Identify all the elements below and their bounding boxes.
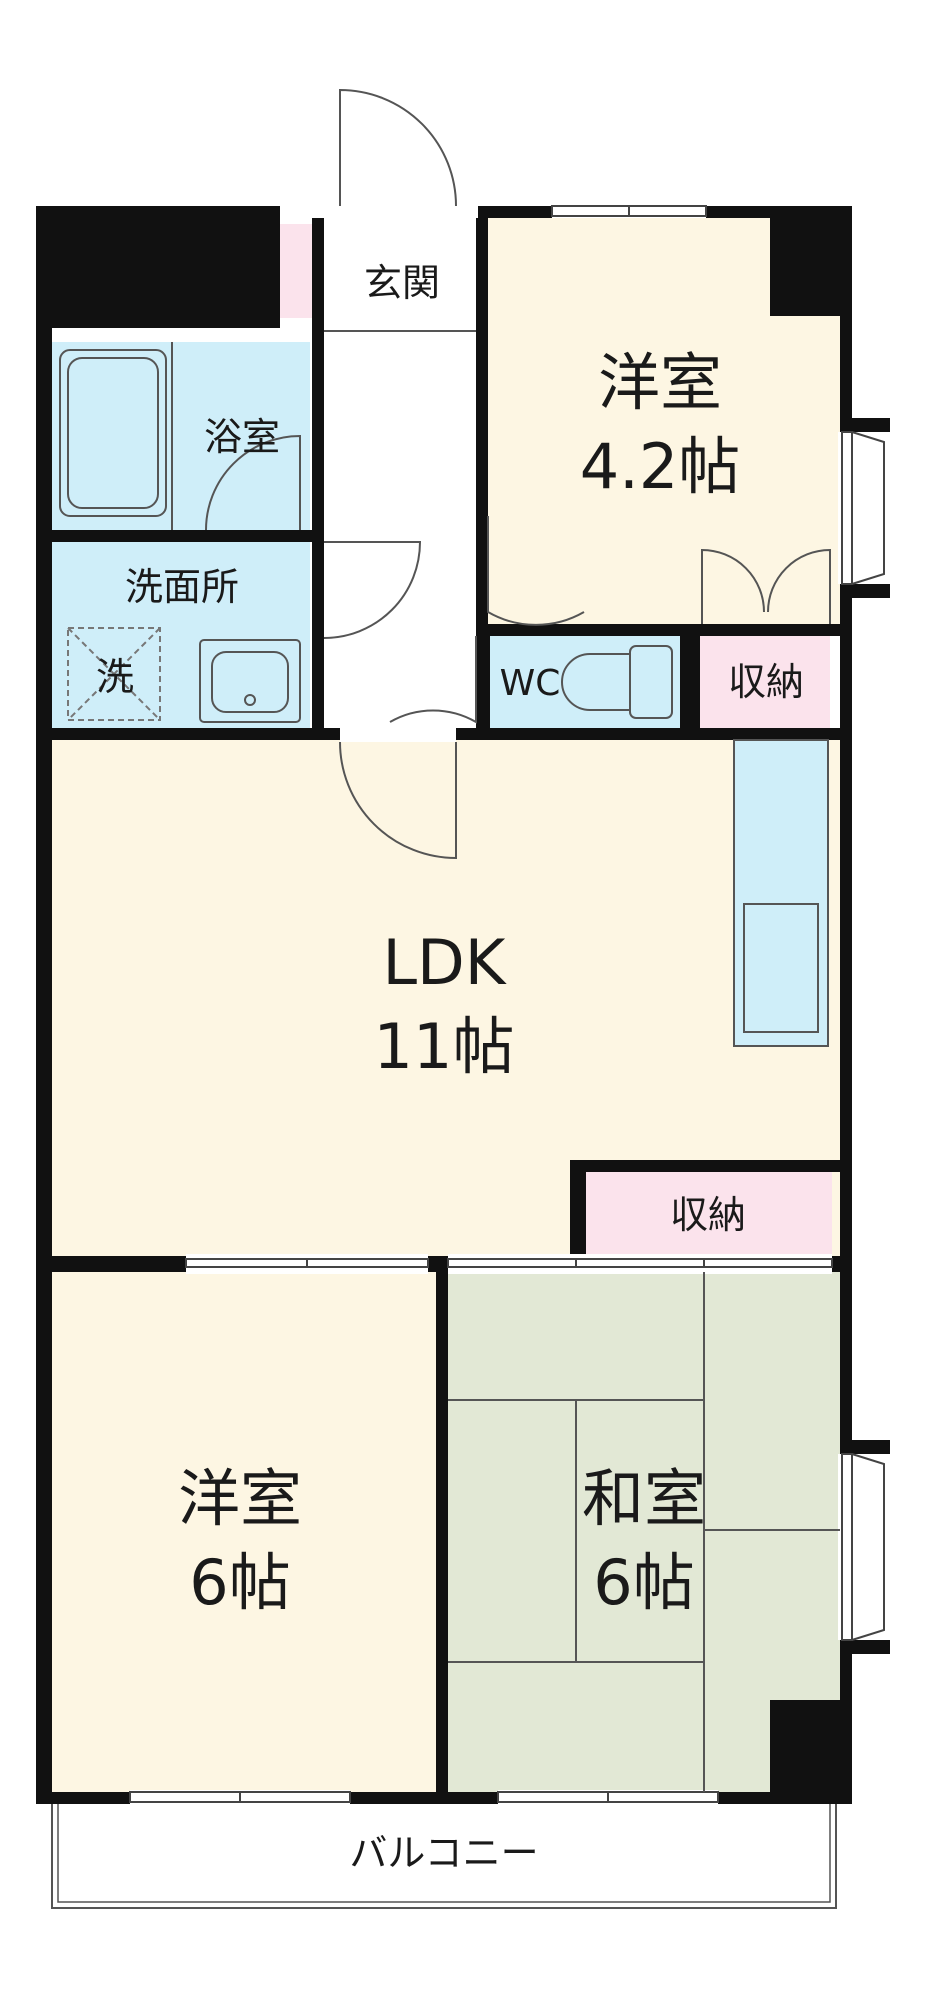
washroom-floor	[52, 542, 310, 730]
western-room-north-size: 4.2帖	[580, 430, 741, 503]
toilet-bowl	[561, 653, 630, 711]
western-room-south-floor	[52, 1272, 436, 1792]
storage-north-label: 収納	[728, 660, 804, 704]
bath-label: 浴室	[204, 415, 280, 459]
wall-south-rooms-divider	[436, 1256, 448, 1796]
wall-storage-mid-top	[570, 1160, 840, 1172]
wall-outer-right-step3	[840, 1440, 890, 1454]
western-room-south-size: 6帖	[189, 1546, 290, 1619]
floor-fills	[52, 216, 840, 1792]
washroom-label: 洗面所	[125, 565, 239, 609]
western-room-north-name: 洋室	[598, 346, 722, 419]
washroom-door	[323, 541, 422, 639]
western-room-door	[487, 516, 585, 626]
washer-pan	[67, 627, 161, 721]
doors	[205, 88, 831, 860]
wc-floor	[490, 636, 680, 728]
wall-corner-se	[770, 1700, 850, 1804]
wall-outer-left	[36, 206, 52, 1804]
closet-door-right	[767, 548, 831, 624]
ldk-door-opening	[340, 726, 456, 742]
window-east-top	[841, 431, 853, 585]
entrance-shoe-box	[280, 224, 312, 318]
wall-outer-right-mid	[840, 584, 852, 1450]
wall-outer-right-step4	[840, 1640, 890, 1654]
wc-door	[389, 636, 477, 724]
bay-window-east-top	[851, 431, 885, 585]
kitchen-counter	[733, 739, 829, 1047]
ldk-size: 11帖	[374, 1010, 515, 1083]
balcony	[51, 1804, 837, 1909]
japanese-room-name: 和室	[582, 1462, 706, 1535]
fixtures	[59, 330, 829, 1047]
storage-middle-floor	[586, 1172, 832, 1256]
vanity-basin	[211, 651, 289, 713]
wall-corner-ne	[770, 206, 850, 316]
closet-door-left	[701, 548, 765, 624]
entry-door-opening	[340, 204, 456, 218]
washer-label: 洗	[96, 655, 134, 699]
ldk-door	[339, 741, 457, 860]
washer-pan-cross2	[67, 627, 161, 721]
wall-outer-right-step1	[840, 418, 890, 432]
bay-window-east-bottom	[851, 1453, 885, 1641]
ldk-name: LDK	[383, 926, 507, 999]
tatami-mats	[448, 1272, 840, 1792]
wall-wc-top	[476, 624, 840, 636]
wall-outer-right-top	[840, 206, 852, 424]
wall-corner-nw	[36, 206, 280, 328]
bathtub	[59, 349, 167, 517]
sliding-door-b	[447, 1258, 833, 1268]
balcony-label: バルコニー	[349, 1831, 538, 1875]
entrance-label: 玄関	[364, 261, 440, 305]
bath-door	[205, 434, 301, 531]
balcony-rail	[51, 1804, 837, 1909]
bath-floor	[52, 342, 310, 530]
kitchen-sink	[743, 903, 819, 1033]
wall-entrance-right	[476, 218, 488, 628]
window-east-bottom	[841, 1453, 853, 1641]
toilet-tank	[629, 645, 673, 719]
western-room-south-name: 洋室	[178, 1462, 302, 1535]
storage-middle-label: 収納	[670, 1193, 746, 1237]
entry-door	[339, 88, 457, 207]
windows	[129, 205, 885, 1803]
wall-wc-right	[680, 624, 700, 734]
vanity	[199, 639, 301, 723]
wall-bath-bottom	[52, 530, 312, 542]
balcony-rail-inner	[57, 1804, 831, 1903]
wc-label: WC	[500, 663, 561, 704]
entrance-step-line	[324, 330, 476, 332]
japanese-room-size: 6帖	[593, 1546, 694, 1619]
wall-outer-right-step2	[840, 584, 890, 598]
wall-storage-mid-left	[570, 1160, 586, 1266]
wall-wc-left	[476, 624, 490, 734]
vanity-drain	[244, 694, 256, 706]
bathtub-inner	[67, 357, 159, 509]
storage-north-floor	[700, 636, 830, 728]
sliding-door-opening-b	[448, 1254, 832, 1274]
wall-entrance-left	[312, 218, 324, 736]
labels: 玄関 浴室 洗面所 洗 洋室 4.2帖 WC 収納 LDK 11帖 収納 洋室 …	[96, 261, 804, 1875]
